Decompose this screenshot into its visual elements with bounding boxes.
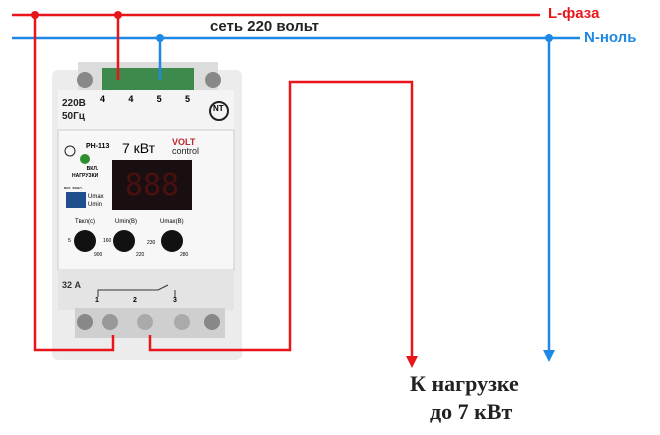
load-label-line2: до 7 кВт	[430, 399, 513, 424]
led-label: ВКЛ.НАГРУЗКИ	[72, 166, 99, 179]
svg-text:888: 888	[125, 168, 179, 203]
knob-max: 220	[136, 252, 145, 258]
network-label: сеть 220 вольт	[210, 18, 320, 35]
knob-tvkl	[74, 230, 96, 252]
top-terminal-block	[102, 68, 194, 90]
knob-umax	[161, 230, 183, 252]
knob-min: 230	[147, 240, 156, 246]
voltage-relay-device: 888	[52, 62, 242, 360]
power-label: 7 кВт	[122, 140, 156, 156]
knob-min: 160	[103, 238, 112, 244]
load-arrow-neutral	[543, 350, 555, 362]
n-neutral-label: N-ноль	[584, 29, 637, 46]
knob-label-umax: Umax(В)	[160, 219, 184, 225]
junction-dot	[114, 11, 122, 19]
model-label: РН-113	[86, 143, 110, 150]
switch-state-labels: вкл. выкл.	[64, 185, 83, 190]
current-rating: 32 А	[62, 280, 82, 290]
load-arrow-phase	[406, 356, 418, 368]
junction-dot	[31, 11, 39, 19]
load-output-wire	[148, 80, 414, 358]
junction-dot	[156, 34, 164, 42]
knob-max: 900	[94, 252, 103, 258]
terminal-number: 2	[133, 297, 137, 304]
load-led	[80, 154, 90, 164]
knob-label-umin: Umin(В)	[115, 219, 137, 225]
knob-max: 280	[180, 252, 189, 258]
load-label-line1: К нагрузке	[410, 371, 519, 396]
dip-switch	[66, 192, 86, 208]
terminal-number: 1	[95, 297, 99, 304]
knob-umin	[113, 230, 135, 252]
l-phase-label: L-фаза	[548, 5, 600, 22]
junction-dot	[545, 34, 553, 42]
knob-min: 5	[68, 238, 71, 244]
terminal-number: 3	[173, 297, 177, 304]
knob-label-tvkl: Tвкл(с)	[75, 219, 96, 225]
led-display	[112, 160, 192, 210]
nt-logo: NT	[213, 104, 224, 113]
phase-to-relay-input	[33, 15, 115, 352]
